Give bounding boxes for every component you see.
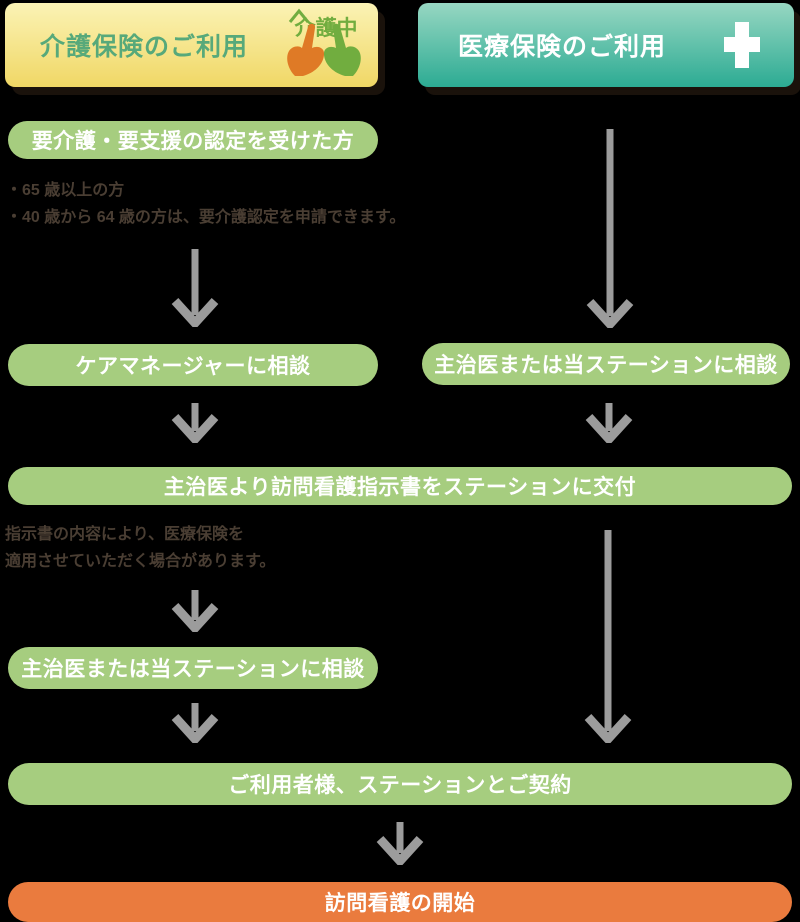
- medical-consult-step-pill: 主治医または当ステーションに相談: [422, 343, 790, 385]
- age-note-line1: ・65 歳以上の方: [6, 182, 125, 199]
- age-note-line2: ・40 歳から 64 歳の方は、要介護認定を申請できます。: [6, 209, 406, 226]
- care-insurance-title: 介護保険のご利用: [40, 33, 249, 61]
- medical-insurance-header-card: 医療保険のご利用: [418, 3, 794, 87]
- directive-note-line2: 適用させていただく場合があります。: [5, 553, 276, 570]
- down-arrow: [376, 822, 424, 870]
- care-insurance-header-card: 介護保険のご利用 介護中: [5, 3, 378, 87]
- medical-insurance-title: 医療保険のご利用: [458, 33, 667, 61]
- caremanager-step-pill: ケアマネージャーに相談: [8, 344, 378, 386]
- directive-step-pill: 主治医より訪問看護指示書をステーションに交付: [8, 467, 792, 505]
- down-arrow: [171, 249, 219, 332]
- down-arrow: [586, 129, 634, 333]
- down-arrow: [585, 403, 633, 448]
- directive-note-line1: 指示書の内容により、医療保険を: [5, 526, 245, 543]
- contract-step-pill: ご利用者様、ステーションとご契約: [8, 763, 792, 805]
- down-arrow: [171, 703, 219, 748]
- start-step-pill: 訪問看護の開始: [8, 882, 792, 922]
- roof-accent: [288, 8, 310, 23]
- down-arrow: [171, 403, 219, 448]
- down-arrow: [584, 530, 632, 748]
- eligibility-step-pill: 要介護・要支援の認定を受けた方: [8, 121, 378, 159]
- medical-cross-icon: [724, 22, 760, 68]
- down-arrow: [171, 590, 219, 637]
- care-badge-label: 介護中: [294, 16, 358, 40]
- care-consult-step-pill: 主治医または当ステーションに相談: [8, 647, 378, 689]
- caregiving-hands-icon: 介護中: [283, 8, 365, 80]
